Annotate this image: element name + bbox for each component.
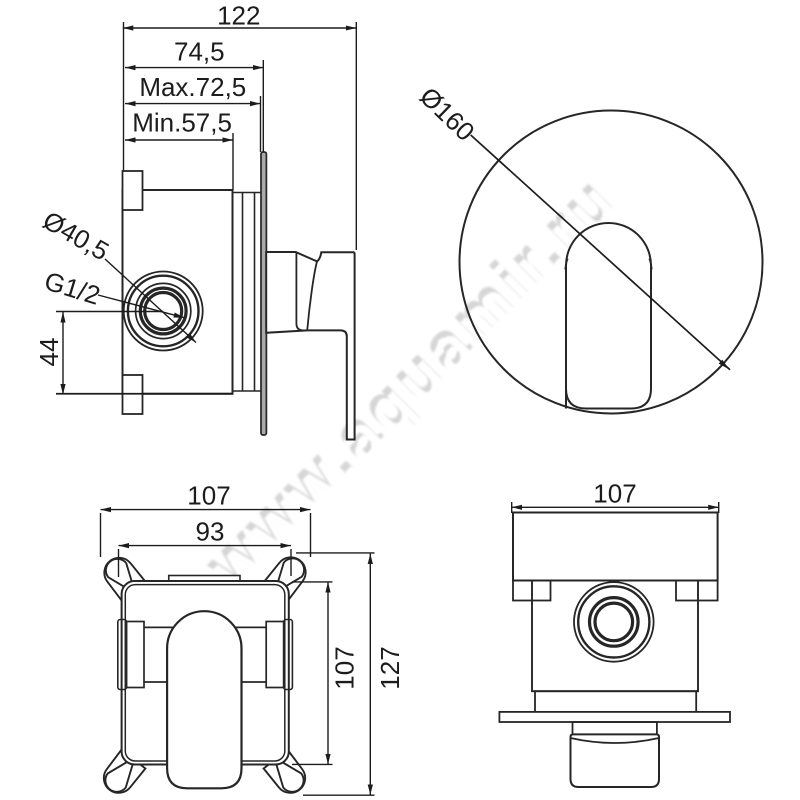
svg-text:93: 93 <box>196 517 225 547</box>
svg-text:127: 127 <box>375 646 405 689</box>
svg-text:Ø40,5: Ø40,5 <box>38 205 114 266</box>
svg-text:44: 44 <box>34 338 64 367</box>
svg-text:107: 107 <box>593 479 636 509</box>
svg-text:107: 107 <box>187 481 230 511</box>
svg-text:107: 107 <box>330 646 360 689</box>
svg-text:122: 122 <box>217 1 260 31</box>
svg-text:Min.57,5: Min.57,5 <box>132 108 232 138</box>
svg-text:Ø160: Ø160 <box>414 81 481 147</box>
svg-text:G1/2: G1/2 <box>41 266 104 311</box>
svg-text:Max.72,5: Max.72,5 <box>139 72 246 102</box>
svg-text:74,5: 74,5 <box>174 36 225 66</box>
